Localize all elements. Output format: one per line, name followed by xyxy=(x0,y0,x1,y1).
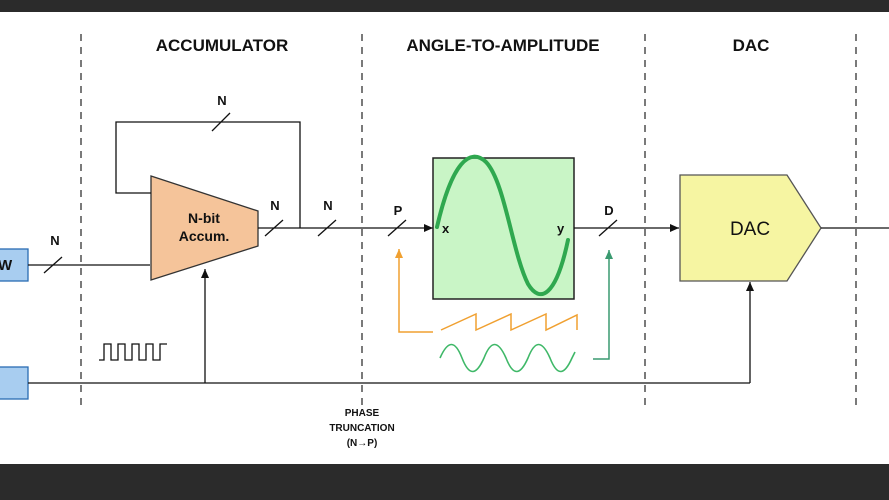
accum-out-slash xyxy=(264,219,284,237)
phase-slash xyxy=(387,219,407,237)
input-bus-width: N xyxy=(50,233,59,248)
feedback-bus-width: N xyxy=(217,93,226,108)
amplitude-bus-width: D xyxy=(604,203,613,218)
phase-bus-width: P xyxy=(394,203,403,218)
phase-feedback-arrow xyxy=(395,249,433,333)
lut-output-port: y xyxy=(557,221,565,236)
lut-input-port: x xyxy=(442,221,450,236)
accumulator-block xyxy=(150,175,259,281)
sine-lut-wave xyxy=(435,154,570,297)
dac-label: DAC xyxy=(730,219,770,240)
input-bus-slash xyxy=(43,256,63,274)
amplitude-sine-icon xyxy=(439,343,576,373)
header-angle-to-amplitude: ANGLE-TO-AMPLITUDE xyxy=(406,36,599,55)
amplitude-output-arrow xyxy=(593,250,613,360)
accum-out-bus-width: N xyxy=(270,198,279,213)
amplitude-slash xyxy=(598,219,618,237)
clock-waveform-icon xyxy=(99,343,167,361)
header-dac: DAC xyxy=(733,36,770,55)
dac-block xyxy=(679,174,822,282)
to-lut-bus-width: N xyxy=(323,198,332,213)
phase-sawtooth-icon xyxy=(440,312,578,332)
accumulator-label-1: N-bit xyxy=(188,210,220,226)
tuning-word-label: W xyxy=(0,257,13,274)
phase-truncation-line-3: (N→P) xyxy=(347,438,378,449)
to-lut-slash xyxy=(317,219,337,237)
dds-block-diagram: ACCUMULATOR ANGLE-TO-AMPLITUDE DAC W N N… xyxy=(0,12,889,464)
accumulator-label-2: Accum. xyxy=(179,228,230,244)
clock-input xyxy=(0,366,29,400)
phase-truncation-line-1: PHASE xyxy=(345,408,380,419)
diagram-canvas: ACCUMULATOR ANGLE-TO-AMPLITUDE DAC W N N… xyxy=(0,34,889,449)
sine-lut-block xyxy=(432,157,575,300)
phase-truncation-line-2: TRUNCATION xyxy=(329,423,394,434)
header-accumulator: ACCUMULATOR xyxy=(156,36,289,55)
feedback-loop xyxy=(115,121,301,228)
feedback-slash xyxy=(211,112,231,132)
